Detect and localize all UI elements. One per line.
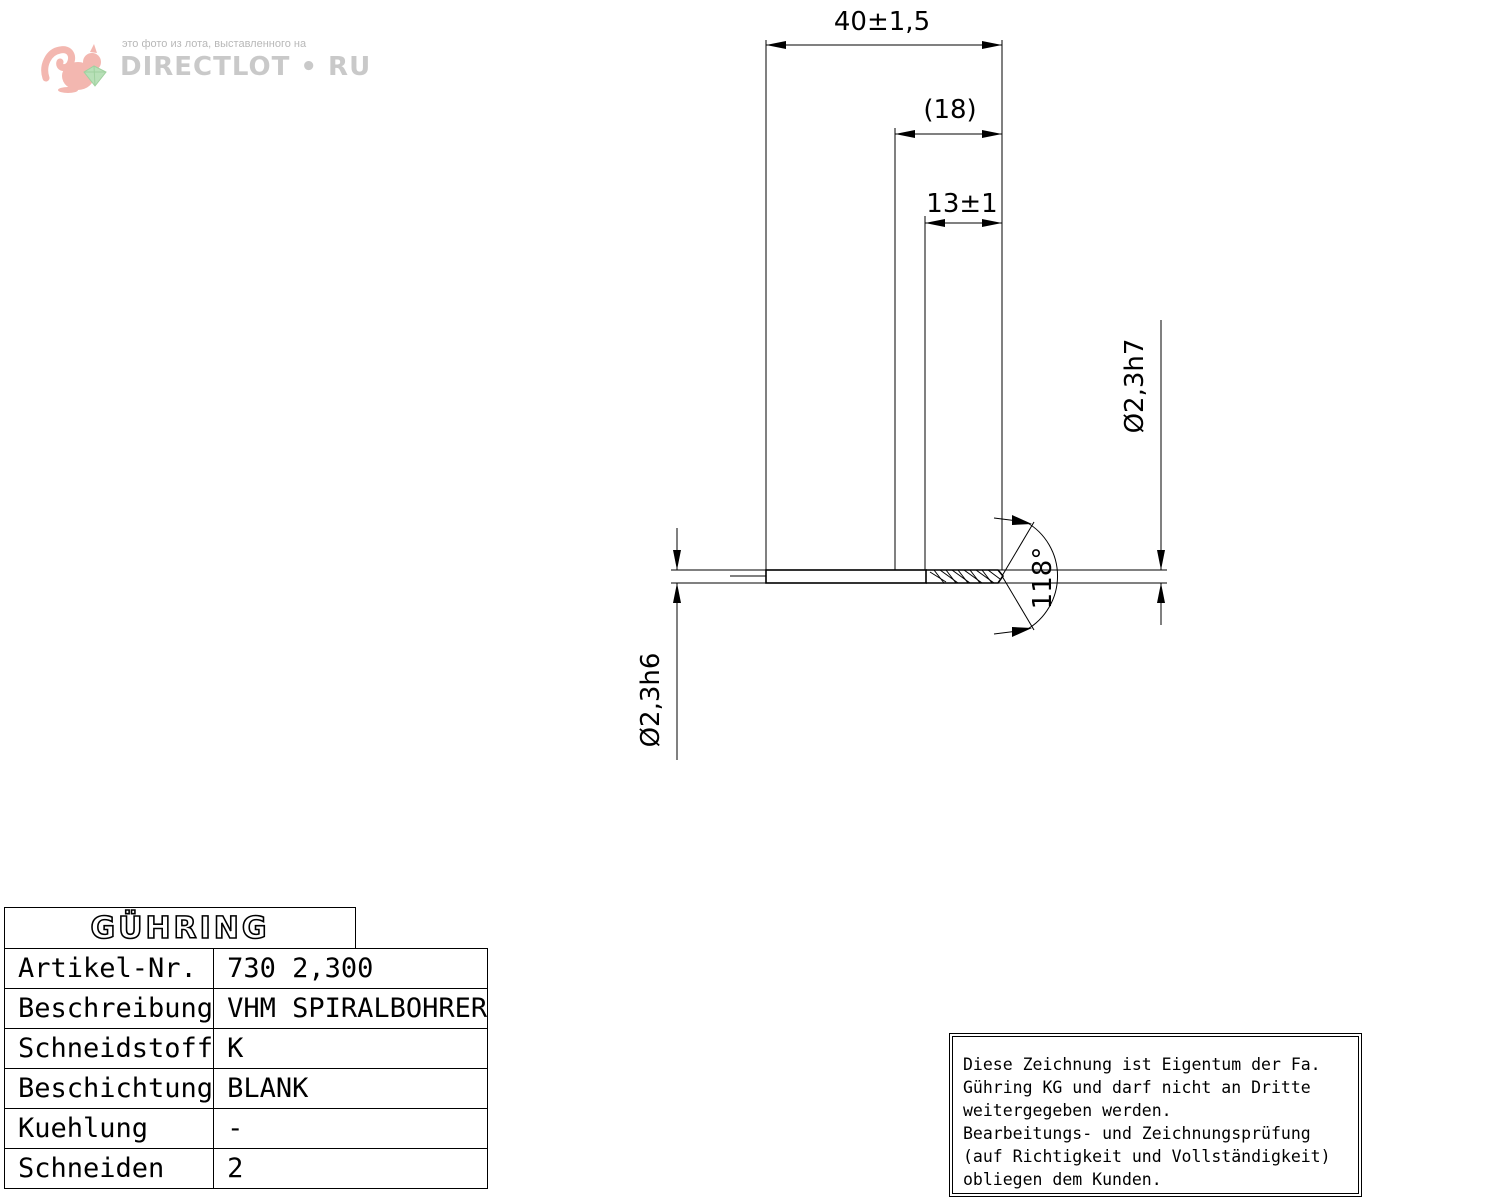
guehring-logo: GÜHRING (90, 910, 270, 947)
dim-point-angle (993, 515, 1059, 637)
row-label: Artikel-Nr. (3, 948, 215, 989)
table-row: Schneidstoff K (3, 1028, 489, 1069)
notice-line: (auf Richtigkeit und Vollständigkeit) (963, 1147, 1331, 1166)
drill-shank (765, 569, 927, 584)
row-label: Schneidstoff (3, 1028, 215, 1069)
watermark-brand: DIRECTLOT • RU (120, 52, 372, 82)
table-row: Kuehlung - (3, 1108, 489, 1149)
row-value: K (213, 1028, 489, 1069)
dim-overall-length-label: 40±1,5 (834, 7, 930, 37)
row-label: Schneiden (3, 1148, 215, 1189)
dim-tip-diameter-label: Ø2,3h7 (1120, 339, 1150, 434)
notice-text: Diese Zeichnung ist Eigentum der Fa. Güh… (952, 1036, 1359, 1194)
dim-shank-length (895, 130, 1002, 138)
dim-tip-diameter (1157, 320, 1165, 625)
notice-line: obliegen dem Kunden. (963, 1170, 1162, 1189)
dim-flute-length-label: 13±1 (926, 189, 997, 219)
row-value: 730 2,300 (213, 948, 489, 989)
title-block-logo-cell: GÜHRING (4, 907, 356, 949)
table-row: Beschichtung BLANK (3, 1068, 489, 1109)
dim-overall-length (766, 41, 1002, 49)
row-label: Beschreibung (3, 988, 215, 1029)
notice-line: Bearbeitungs- und Zeichnungsprüfung (963, 1124, 1311, 1143)
notice-line: weitergegeben werden. (963, 1101, 1172, 1120)
watermark-caption: это фото из лота, выставленного на (122, 38, 307, 50)
notice-line: Gühring KG und darf nicht an Dritte (963, 1078, 1311, 1097)
watermark: это фото из лота, выставленного на DIREC… (40, 34, 370, 98)
dim-shank-diameter-label: Ø2,3h6 (636, 653, 666, 748)
row-value: BLANK (213, 1068, 489, 1109)
row-label: Kuehlung (3, 1108, 215, 1149)
row-value: - (213, 1108, 489, 1149)
dim-shank-diameter (673, 528, 681, 760)
dim-point-angle-label: 118° (1028, 547, 1058, 610)
table-row: Beschreibung VHM SPIRALBOHRER (3, 988, 489, 1029)
row-value: 2 (213, 1148, 489, 1189)
dim-flute-length (925, 219, 1002, 227)
drill-flutes (926, 569, 1005, 584)
table-row: Schneiden 2 (3, 1148, 489, 1189)
squirrel-logo-icon (41, 44, 107, 93)
dim-shank-length-label: (18) (923, 95, 976, 125)
table-row: Artikel-Nr. 730 2,300 (3, 948, 489, 989)
title-block-table: Artikel-Nr. 730 2,300 Beschreibung VHM S… (3, 948, 489, 1189)
ownership-notice: Diese Zeichnung ist Eigentum der Fa. Güh… (949, 1033, 1362, 1197)
notice-line: Diese Zeichnung ist Eigentum der Fa. (963, 1055, 1321, 1074)
row-value: VHM SPIRALBOHRER (213, 988, 489, 1029)
row-label: Beschichtung (3, 1068, 215, 1109)
